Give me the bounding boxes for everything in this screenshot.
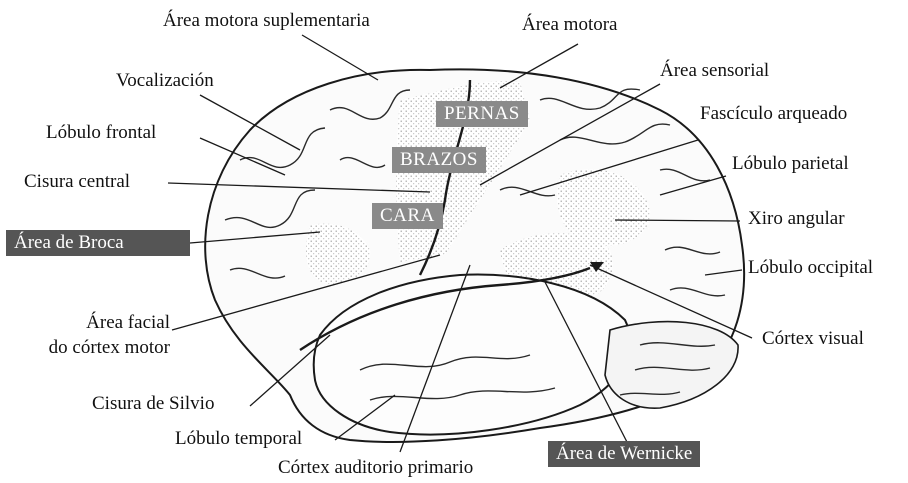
label-lobulo-occipital: Lóbulo occipital — [748, 257, 873, 279]
label-area-motora: Área motora — [522, 14, 617, 36]
label-cisura-silvio: Cisura de Silvio — [92, 393, 214, 415]
label-area-motora-suplementaria: Área motora suplementaria — [163, 10, 370, 32]
label-fasciculo-arqueado: Fascículo arqueado — [700, 103, 847, 125]
box-pernas: PERNAS — [436, 101, 528, 127]
label-lobulo-temporal: Lóbulo temporal — [175, 428, 302, 450]
label-xiro-angular: Xiro angular — [748, 208, 845, 230]
label-cisura-central: Cisura central — [24, 171, 130, 193]
cerebellum — [605, 322, 738, 409]
label-vocalizacion: Vocalización — [116, 70, 214, 92]
box-area-wernicke: Área de Wernicke — [548, 441, 700, 467]
box-area-broca: Área de Broca — [6, 230, 190, 256]
box-brazos: BRAZOS — [392, 147, 486, 173]
label-area-facial-line2: do córtex motor — [20, 337, 170, 359]
label-area-facial-line1: Área facial — [48, 312, 170, 334]
label-lobulo-frontal: Lóbulo frontal — [46, 122, 156, 144]
label-cortex-auditorio: Córtex auditorio primario — [278, 457, 473, 479]
label-area-sensorial: Área sensorial — [660, 60, 769, 82]
label-cortex-visual: Córtex visual — [762, 328, 864, 350]
label-lobulo-parietal: Lóbulo parietal — [732, 153, 849, 175]
box-cara: CARA — [372, 203, 443, 229]
